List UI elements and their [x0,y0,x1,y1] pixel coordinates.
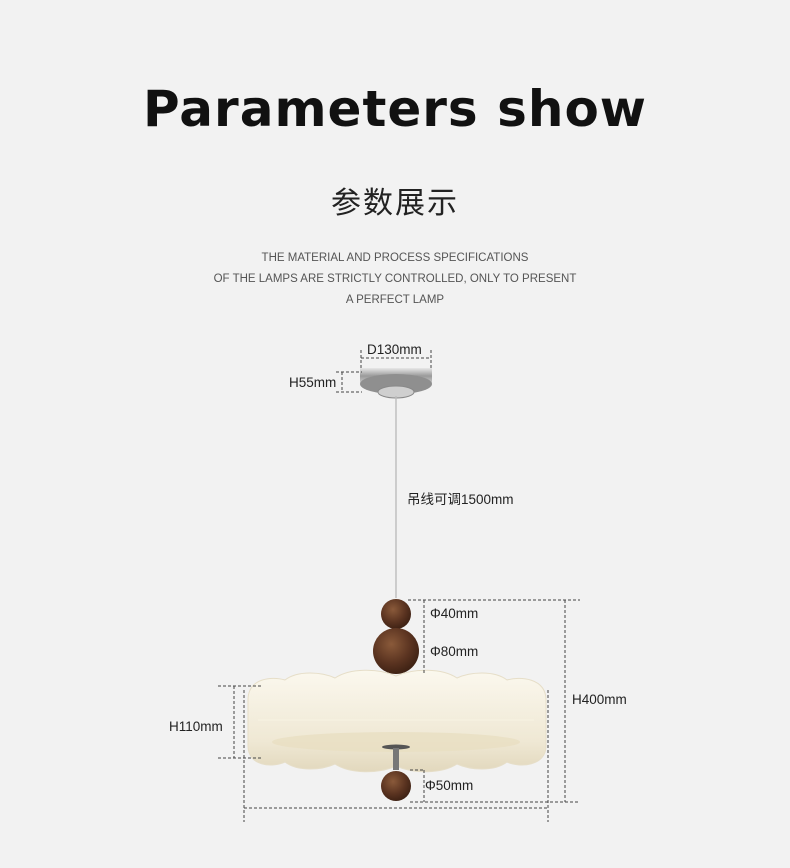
page-subtitle-cn: 参数展示 [331,186,459,221]
dim-ball-small: Φ40mm [430,606,479,621]
description-line-3: A PERFECT LAMP [345,294,445,306]
dim-cable-length: 吊线可调1500mm [407,492,514,507]
bottom-stem [382,744,410,770]
ceiling-canopy [360,368,432,399]
wood-ball-small [381,599,411,629]
dim-bottom-ball: Φ50mm [425,778,474,793]
wood-ball-large [373,628,419,674]
description-line-2: OF THE LAMPS ARE STRICTLY CONTROLLED, ON… [213,273,577,285]
wood-ball-bottom [381,771,411,801]
dim-total-height: H400mm [572,692,627,707]
dim-shade-height: H110mm [169,719,223,734]
description-line-1: THE MATERIAL AND PROCESS SPECIFICATIONS [261,252,529,264]
page-title: Parameters show [143,80,647,138]
lamp-shade [247,669,547,773]
dim-canopy-diameter: D130mm [367,342,422,357]
dim-canopy-height: H55mm [289,375,337,390]
dim-ball-large: Φ80mm [430,644,479,659]
dimension-lines [218,350,580,822]
